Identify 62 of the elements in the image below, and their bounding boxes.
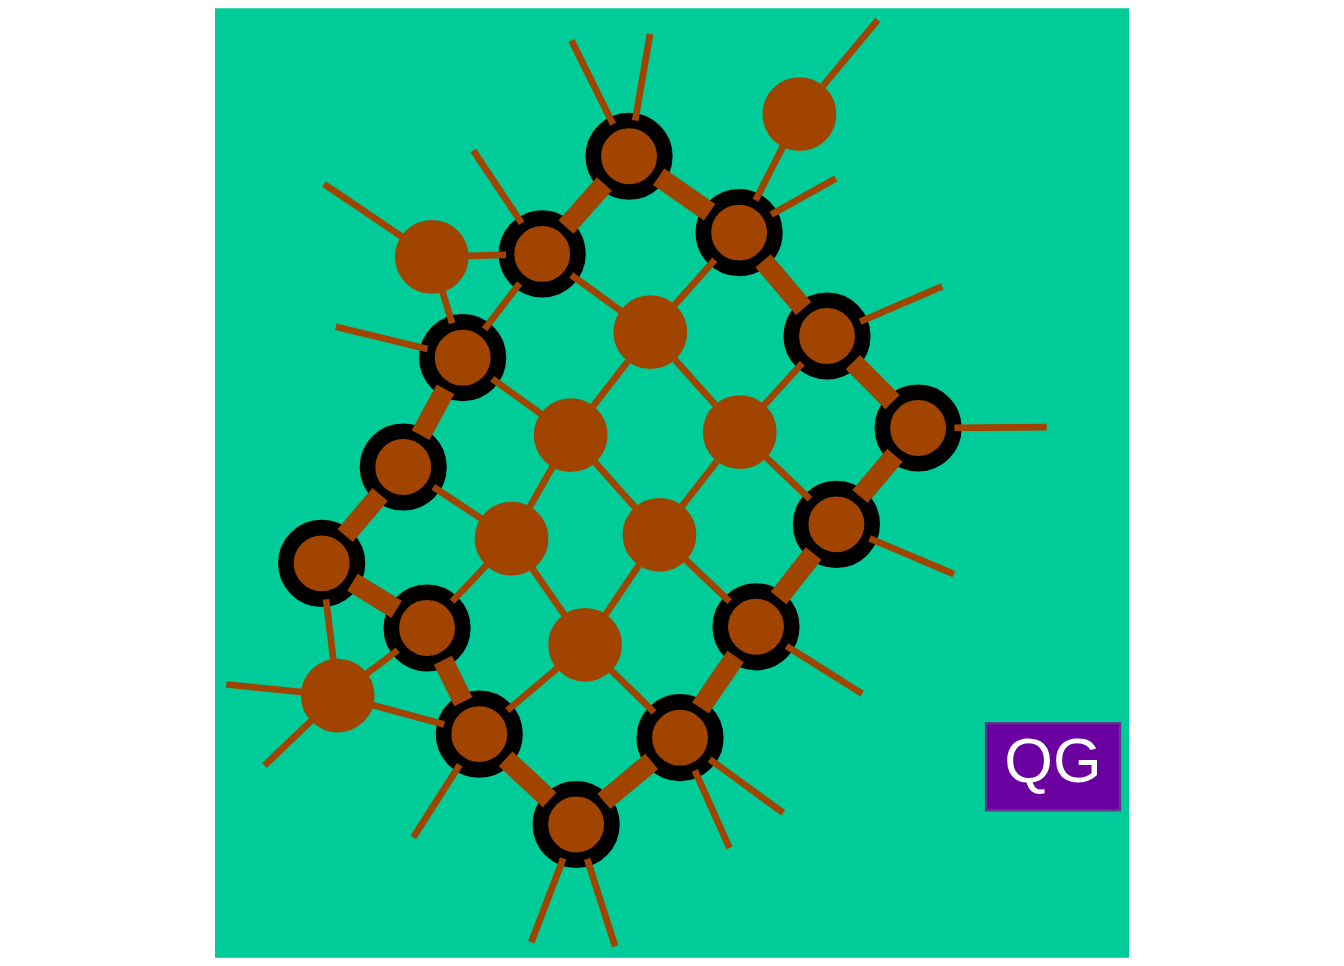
connector [683, 557, 732, 605]
connector [820, 17, 881, 88]
connector [608, 667, 657, 715]
node-circle [712, 583, 800, 671]
connector [262, 718, 314, 768]
connector [752, 145, 786, 202]
connector [481, 281, 523, 332]
node-circle [762, 77, 837, 151]
connector [335, 323, 429, 353]
node-circle [359, 423, 447, 511]
connector [592, 460, 638, 510]
node-box: QG [984, 722, 1122, 812]
connector [672, 357, 718, 408]
node-circle [874, 384, 962, 472]
connector [322, 599, 337, 660]
connector [602, 562, 642, 617]
node-circle [394, 219, 469, 294]
connector [322, 181, 404, 240]
connector [526, 464, 556, 509]
node-circle [622, 497, 697, 572]
node-circle [435, 690, 523, 778]
node-circle [702, 395, 777, 469]
connector [569, 272, 624, 314]
node-circle [548, 607, 622, 682]
node-circle [533, 398, 608, 472]
connector [431, 484, 484, 522]
connector [439, 290, 456, 325]
connector [528, 857, 567, 944]
node-circle [498, 210, 586, 298]
connector [672, 257, 718, 308]
connector [490, 376, 544, 417]
connector [505, 665, 560, 714]
node-circle [792, 480, 880, 568]
node-circle [695, 189, 783, 277]
connector [769, 175, 838, 218]
node-circle [278, 519, 366, 607]
connector [784, 643, 864, 697]
node-circle [585, 112, 673, 200]
connector [691, 769, 733, 850]
connector [631, 33, 654, 122]
node-circle [613, 295, 688, 370]
connector [761, 361, 805, 408]
connector [583, 857, 619, 948]
node-circle [419, 314, 507, 402]
connector [529, 566, 568, 618]
connector [371, 701, 446, 728]
connector [568, 38, 617, 126]
connector [470, 148, 525, 225]
connector [590, 359, 631, 409]
connector [679, 459, 720, 508]
connector [868, 535, 956, 578]
node-circle [383, 584, 471, 672]
node-circle [636, 694, 724, 782]
connector [707, 756, 786, 816]
node-circle [300, 658, 375, 733]
node-circle [532, 780, 620, 869]
node-circle [474, 501, 549, 576]
connector [858, 283, 944, 325]
connector [410, 763, 463, 840]
connector [763, 454, 813, 502]
node-circle [783, 292, 871, 380]
connector [449, 562, 490, 604]
